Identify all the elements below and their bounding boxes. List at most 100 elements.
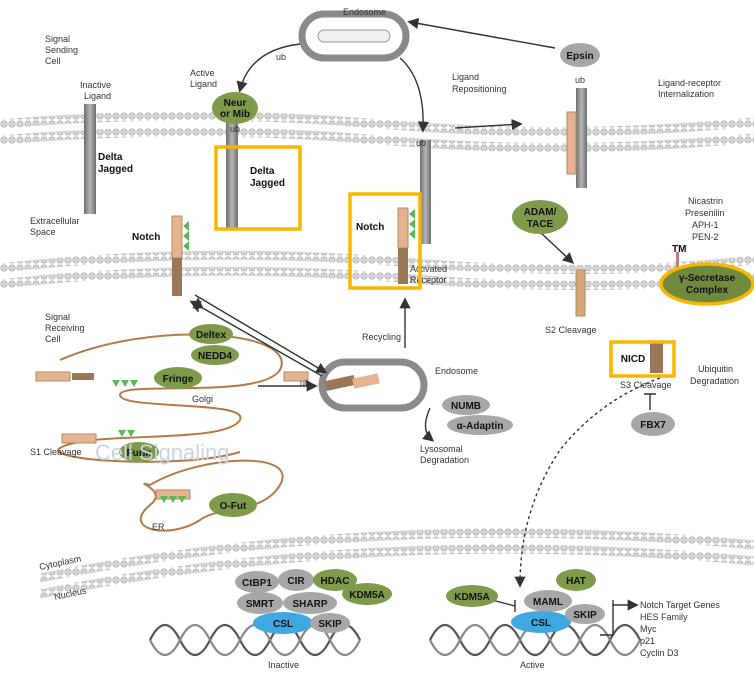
label-presenilin: Presenilin bbox=[685, 208, 725, 218]
label-lysosomal-1: Lysosomal bbox=[420, 444, 463, 454]
label-neur: Neur bbox=[224, 98, 247, 109]
pill-adam-tace: ADAM/TACE bbox=[512, 200, 568, 234]
label-repositioning-2: Repositioning bbox=[452, 84, 507, 94]
label-target-genes-2: Myc bbox=[640, 624, 657, 634]
arrow-endosome-to-neur bbox=[240, 44, 300, 90]
label-ofut: O-Fut bbox=[220, 501, 247, 512]
label-or-mib: or Mib bbox=[220, 109, 250, 120]
label-smrt: SMRT bbox=[246, 599, 274, 610]
label-numb: NUMB bbox=[451, 401, 481, 412]
pill-kdm5a-left: KDM5A bbox=[342, 583, 392, 605]
label-notch-left: Notch bbox=[132, 232, 160, 243]
label-inactive: Inactive bbox=[268, 660, 299, 670]
label-active-ligand-1: Active bbox=[190, 68, 215, 78]
pill-csl-left: CSL bbox=[253, 612, 313, 634]
label-golgi: Golgi bbox=[192, 394, 213, 404]
inhibit-fbx7 bbox=[644, 394, 656, 410]
receiving-cell-membrane bbox=[0, 255, 754, 285]
label-kdm5a-right: KDM5A bbox=[454, 592, 490, 603]
pill-csl-right: CSL bbox=[511, 611, 571, 633]
label-signal-receiving-1: Signal bbox=[45, 312, 70, 322]
label-delta-center: Delta bbox=[250, 166, 275, 177]
pill-cir: CIR bbox=[278, 569, 314, 591]
pill-numb: NUMB bbox=[442, 395, 490, 415]
label-internalization-1: Ligand-receptor bbox=[658, 78, 721, 88]
ub-tag-4: ub bbox=[575, 75, 585, 85]
ub-tag-2: ub bbox=[230, 124, 240, 134]
label-skip-right: SKIP bbox=[573, 610, 597, 621]
label-tace: TACE bbox=[527, 219, 554, 230]
receptor-internalized bbox=[567, 112, 576, 174]
label-er: ER bbox=[152, 522, 165, 532]
pill-nedd4: NEDD4 bbox=[191, 345, 239, 365]
pill-ofut: O-Fut bbox=[209, 493, 257, 517]
pill-skip-left: SKIP bbox=[310, 613, 350, 633]
label-kdm5a-left: KDM5A bbox=[349, 590, 385, 601]
label-inactive-ligand-2: Ligand bbox=[84, 91, 111, 101]
label-adam: ADAM/ bbox=[524, 207, 557, 218]
label-signal-sending-3: Cell bbox=[45, 56, 61, 66]
label-pen2: PEN-2 bbox=[692, 232, 719, 242]
label-ubiquitin-1: Ubiquitin bbox=[698, 364, 733, 374]
endosome-top bbox=[302, 14, 406, 58]
label-ctbp1: CtBP1 bbox=[242, 578, 272, 589]
inactive-ligand-rod bbox=[84, 104, 96, 214]
s2-fragment bbox=[576, 270, 585, 316]
label-signal-receiving-3: Cell bbox=[45, 334, 61, 344]
label-recycling: Recycling bbox=[362, 332, 401, 342]
label-extracellular-2: Space bbox=[30, 227, 56, 237]
label-gamma-secretase: γ-Secretase bbox=[679, 273, 736, 284]
pill-fringe: Fringe bbox=[154, 367, 202, 389]
label-target-genes-0: Notch Target Genes bbox=[640, 600, 720, 610]
pill-maml: MAML bbox=[524, 590, 572, 612]
label-skip-left: SKIP bbox=[318, 619, 342, 630]
label-sharp: SHARP bbox=[292, 599, 327, 610]
ub-tag-5: ub bbox=[300, 378, 310, 388]
label-target-genes-4: Cyclin D3 bbox=[640, 648, 679, 658]
label-hdac: HDAC bbox=[321, 576, 350, 587]
pill-sharp: SHARP bbox=[283, 592, 337, 614]
pill-nicd: NICD bbox=[616, 347, 650, 369]
label-target-genes-1: HES Family bbox=[640, 612, 688, 622]
label-nedd4: NEDD4 bbox=[198, 351, 232, 362]
label-s3-cleavage: S3 Cleavage bbox=[620, 380, 672, 390]
label-endosome-mid: Endosome bbox=[435, 366, 478, 376]
label-signal-receiving-2: Receiving bbox=[45, 323, 85, 333]
label-jagged-left: Jagged bbox=[98, 164, 133, 175]
pill-ctbp1: CtBP1 bbox=[235, 571, 279, 593]
label-lysosomal-2: Degradation bbox=[420, 455, 469, 465]
arrow-adam bbox=[540, 232, 572, 262]
label-s1-cleavage: S1 Cleavage bbox=[30, 447, 82, 457]
ub-tag-1: ub bbox=[276, 52, 286, 62]
label-nicd: NICD bbox=[621, 354, 645, 365]
label-active-ligand-2: Ligand bbox=[190, 79, 217, 89]
pill-hat: HAT bbox=[556, 569, 596, 591]
pill-alpha-adaptin: α-Adaptin bbox=[447, 415, 513, 435]
sending-cell-membrane bbox=[0, 116, 754, 148]
arrow-repositioning bbox=[400, 58, 423, 130]
label-csl-right: CSL bbox=[531, 618, 551, 629]
endosome-middle bbox=[322, 362, 424, 408]
label-jagged-center: Jagged bbox=[250, 178, 285, 189]
label-alpha-adaptin: α-Adaptin bbox=[457, 421, 504, 432]
pill-kdm5a-right: KDM5A bbox=[446, 585, 498, 607]
pill-epsin: Epsin bbox=[560, 43, 600, 67]
label-nicastrin: Nicastrin bbox=[688, 196, 723, 206]
label-signal-sending-1: Signal bbox=[45, 34, 70, 44]
label-complex: Complex bbox=[686, 285, 729, 296]
label-fringe: Fringe bbox=[163, 374, 194, 385]
label-endosome-top: Endosome bbox=[343, 7, 386, 17]
label-s2-cleavage: S2 Cleavage bbox=[545, 325, 597, 335]
receptor-golgi-1b bbox=[72, 373, 94, 380]
label-maml: MAML bbox=[533, 597, 563, 608]
label-repositioning-1: Ligand bbox=[452, 72, 479, 82]
arrow-epsin-to-endosome bbox=[410, 22, 555, 48]
label-target-genes-3: p21 bbox=[640, 636, 655, 646]
label-signal-sending-2: Sending bbox=[45, 45, 78, 55]
label-internalization-2: Internalization bbox=[658, 89, 714, 99]
label-tm: TM bbox=[672, 244, 686, 255]
ligand-rod-right bbox=[576, 88, 587, 188]
label-notch-center: Notch bbox=[356, 222, 384, 233]
